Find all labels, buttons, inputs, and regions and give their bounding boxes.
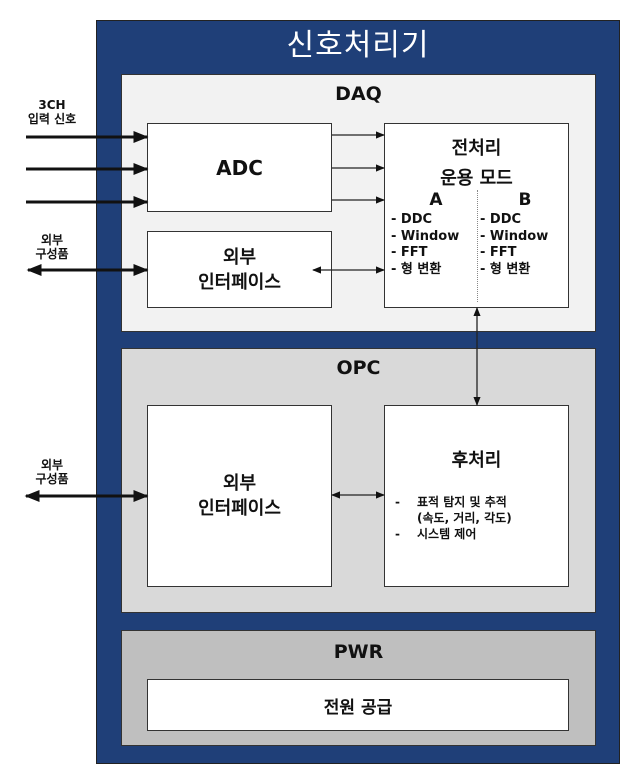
mode-b-header: B bbox=[518, 190, 532, 210]
operation-mode-title: 운용 모드 bbox=[440, 168, 513, 189]
pwr-label: PWR bbox=[333, 641, 384, 663]
preprocessing-block: 전처리 운용 모드 A - DDC - Window - FFT - 형 변환 … bbox=[384, 123, 569, 308]
mode-divider bbox=[477, 190, 478, 302]
opc-external-interface-block: 외부 인터페이스 bbox=[147, 405, 332, 587]
mode-a-column: A - DDC - Window - FFT - 형 변환 bbox=[391, 190, 481, 278]
mode-b-column: B - DDC - Window - FFT - 형 변환 bbox=[480, 190, 570, 278]
postprocessing-item: - 표적 탐지 및 추적 bbox=[395, 494, 512, 510]
ext-label-line1: 외부 bbox=[40, 458, 64, 472]
ext-label-line2: 구성품 bbox=[35, 247, 69, 261]
postprocessing-item-text: 표적 탐지 및 추적 bbox=[417, 495, 507, 509]
daq-label: DAQ bbox=[335, 83, 382, 105]
adc-label: ADC bbox=[216, 155, 263, 180]
opc-interface-line2: 인터페이스 bbox=[198, 498, 281, 519]
mode-b-item: - DDC bbox=[480, 212, 522, 227]
opc-external-component-label: 외부 구성품 bbox=[22, 458, 82, 486]
opc-label: OPC bbox=[336, 357, 381, 379]
mode-a-item: - DDC bbox=[391, 212, 433, 227]
diagram-title: 신호처리기 bbox=[286, 28, 430, 63]
bullet-dash: - bbox=[395, 527, 400, 541]
daq-interface-line2: 인터페이스 bbox=[198, 271, 281, 293]
bullet-dash: - bbox=[395, 495, 400, 509]
mode-b-item: - 형 변환 bbox=[480, 261, 531, 277]
postprocessing-item: (속도, 거리, 각도) bbox=[395, 510, 512, 526]
mode-a-header: A bbox=[429, 190, 443, 210]
daq-external-interface-block: 외부 인터페이스 bbox=[147, 231, 332, 308]
input-label-line2: 입력 신호 bbox=[27, 112, 77, 126]
mode-a-item: - 형 변환 bbox=[391, 261, 442, 277]
mode-b-item: - Window bbox=[480, 228, 549, 244]
mode-a-item: - Window bbox=[391, 228, 460, 244]
input-signal-label: 3CH 입력 신호 bbox=[22, 98, 82, 126]
ext-label-line1: 외부 bbox=[40, 233, 64, 247]
preprocessing-title: 전처리 bbox=[451, 138, 502, 159]
mode-a-item: - FFT bbox=[391, 245, 428, 260]
postprocessing-item: - 시스템 제어 bbox=[395, 526, 512, 542]
daq-external-component-label: 외부 구성품 bbox=[22, 233, 82, 261]
postprocessing-item-text: (속도, 거리, 각도) bbox=[417, 511, 512, 525]
mode-b-item: - FFT bbox=[480, 245, 517, 260]
power-supply-block: 전원 공급 bbox=[147, 679, 569, 731]
power-supply-label: 전원 공급 bbox=[323, 697, 393, 718]
postprocessing-item-text: 시스템 제어 bbox=[417, 527, 477, 541]
postprocessing-block: 후처리 - 표적 탐지 및 추적 (속도, 거리, 각도) - 시스템 제어 bbox=[384, 405, 569, 587]
opc-interface-line1: 외부 bbox=[222, 473, 257, 494]
ext-label-line2: 구성품 bbox=[35, 472, 69, 486]
postprocessing-list: - 표적 탐지 및 추적 (속도, 거리, 각도) - 시스템 제어 bbox=[395, 494, 512, 542]
daq-interface-line1: 외부 bbox=[222, 246, 257, 268]
postprocessing-title: 후처리 bbox=[451, 450, 502, 471]
input-label-line1: 3CH bbox=[38, 98, 66, 112]
